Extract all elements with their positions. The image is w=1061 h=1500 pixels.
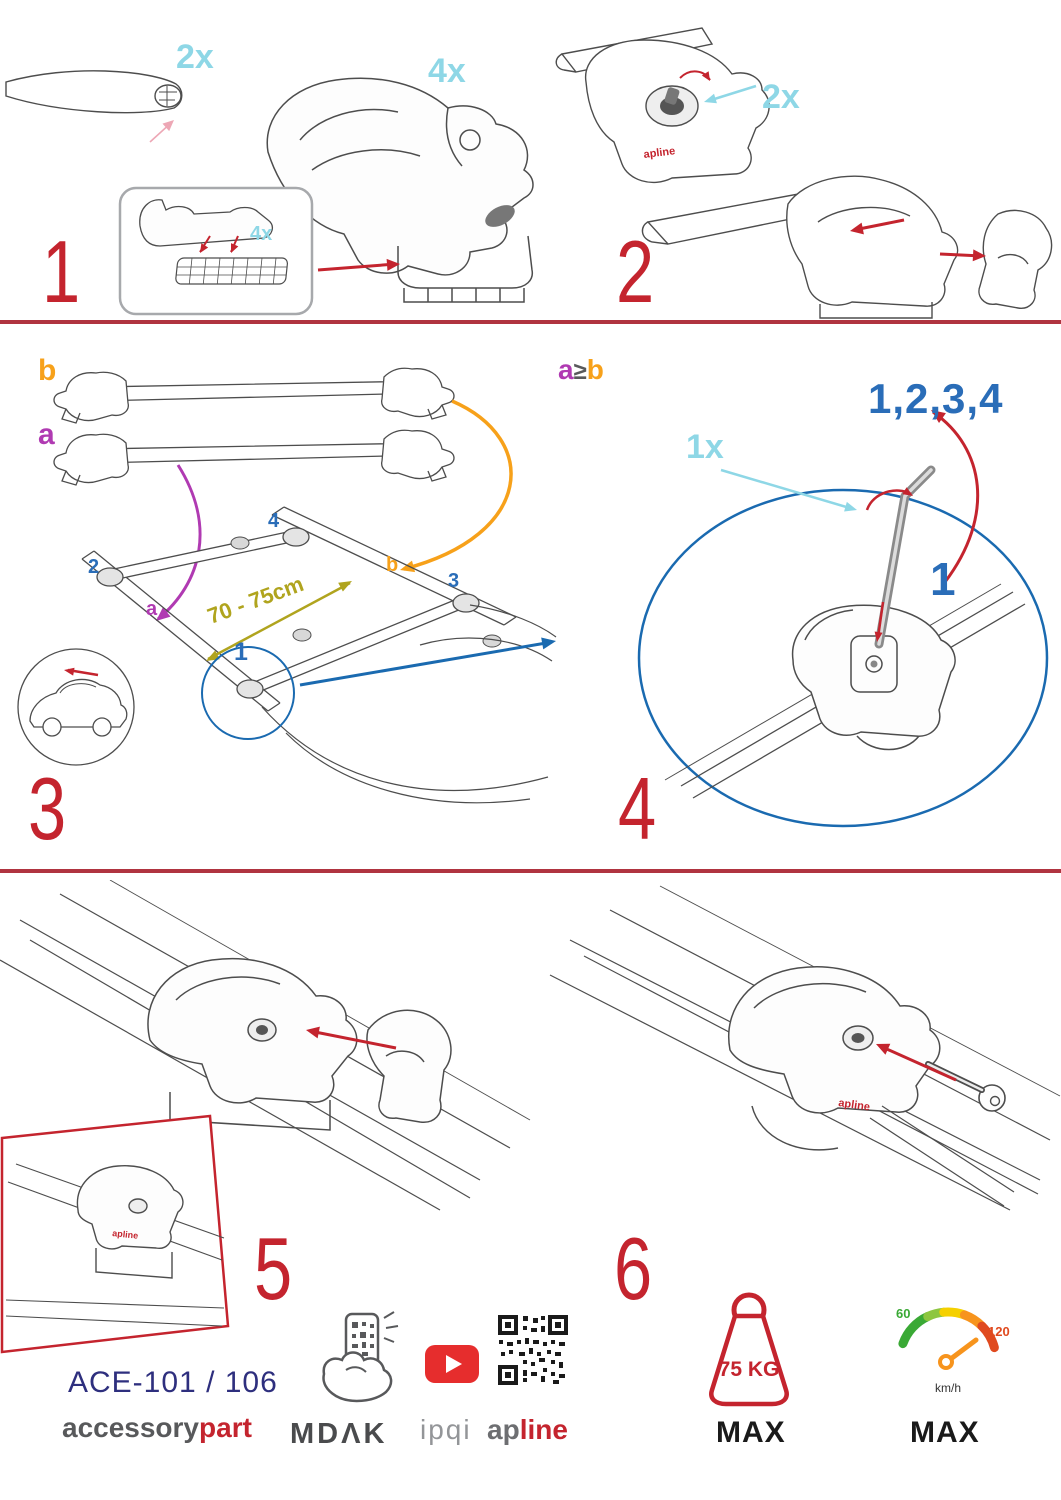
roof-label-3: 3 bbox=[448, 570, 459, 592]
step-number-4: 4 bbox=[618, 759, 657, 858]
bar-b-label: b bbox=[38, 354, 57, 387]
step-number-5: 5 bbox=[254, 1219, 293, 1318]
qr-code-icon bbox=[497, 1314, 569, 1386]
speed-high-label: 120 bbox=[988, 1324, 1010, 1339]
step-number-3: 3 bbox=[28, 759, 67, 858]
mounted-bar-b bbox=[236, 593, 480, 699]
tighten-arrow bbox=[876, 601, 885, 639]
foot-illustration bbox=[266, 77, 534, 303]
roof-label-b: b bbox=[386, 554, 398, 576]
loose-cover-part bbox=[230, 536, 250, 550]
detail-box: apline bbox=[0, 1114, 230, 1354]
detail-link-arrow bbox=[299, 640, 553, 687]
logo-apline: apline bbox=[487, 1416, 568, 1444]
roof-label-2: 2 bbox=[88, 556, 99, 578]
mounted-bar-a bbox=[96, 527, 310, 587]
logo-line: line bbox=[519, 1414, 568, 1445]
sequence-label: 1,2,3,4 bbox=[868, 375, 1004, 422]
bar-a-label: a bbox=[38, 418, 55, 451]
foot-top-view bbox=[791, 604, 956, 751]
grip-pad bbox=[485, 205, 515, 227]
foot-in-box bbox=[76, 1165, 184, 1279]
product-model: ACE-101 / 106 bbox=[68, 1366, 278, 1399]
assembled-bar-b bbox=[53, 367, 455, 424]
hand-phone-icon bbox=[322, 1311, 399, 1403]
position-label-s4: 1 bbox=[930, 553, 956, 605]
step2-illustration: apline bbox=[555, 27, 1053, 319]
qty-label-pads: 4x bbox=[250, 223, 273, 245]
qty-label-allen-key: 1x bbox=[686, 428, 724, 466]
step6-illustration: apline bbox=[549, 885, 1061, 1211]
key-illustration bbox=[925, 1061, 1006, 1112]
foot-with-lock bbox=[555, 27, 770, 184]
condition-operator: ≥ bbox=[573, 358, 587, 385]
crossbar-illustration bbox=[5, 70, 183, 114]
bar-foot-assembly bbox=[641, 175, 1053, 319]
insert-key-arrow bbox=[879, 1044, 957, 1082]
rubber-pad bbox=[175, 257, 289, 285]
foot-on-rail bbox=[147, 957, 358, 1131]
roof-label-4: 4 bbox=[268, 510, 280, 532]
assembled-bar-a bbox=[53, 429, 455, 486]
step1-illustration bbox=[5, 70, 534, 316]
qty-label-bars: 2x bbox=[176, 38, 214, 76]
step4-illustration bbox=[637, 410, 1049, 828]
distance-label: 70 - 75cm bbox=[204, 571, 307, 629]
brand-wordmark: accessorypart bbox=[62, 1414, 252, 1442]
claw-piece bbox=[978, 209, 1053, 309]
slide-in-arrow bbox=[309, 1029, 397, 1050]
apline-badge: apline bbox=[112, 1228, 139, 1241]
sequence-arrow bbox=[932, 410, 980, 583]
insert-pad-arrow bbox=[317, 262, 397, 272]
bar-b-arrow bbox=[403, 399, 513, 571]
brand-accessory: accessory bbox=[62, 1412, 200, 1443]
logo-ipqi: ipqi bbox=[420, 1414, 472, 1445]
logo-mdak: MDΛK bbox=[290, 1418, 388, 1450]
step3-illustration: 70 - 75cm 2 4 b 3 a bbox=[17, 367, 557, 804]
claw-piece bbox=[366, 1009, 452, 1123]
loose-cover-part bbox=[292, 628, 312, 642]
weight-max-label: MAX bbox=[716, 1416, 786, 1449]
position-label-s3: 1 bbox=[234, 638, 248, 666]
key-pointer-arrow bbox=[707, 84, 757, 103]
weight-value: 75 KG bbox=[719, 1358, 780, 1381]
section-divider-2 bbox=[0, 869, 1061, 873]
section-divider-1 bbox=[0, 320, 1061, 324]
speed-max-label: MAX bbox=[910, 1416, 980, 1449]
car-inset bbox=[17, 648, 135, 766]
roof-label-a: a bbox=[146, 598, 158, 620]
apline-badge: apline bbox=[838, 1097, 871, 1113]
speed-low-label: 60 bbox=[896, 1306, 910, 1321]
step-number-6: 6 bbox=[614, 1219, 653, 1318]
key-qty-arrow bbox=[720, 468, 854, 511]
condition-b: b bbox=[586, 354, 604, 385]
brand-part: part bbox=[199, 1412, 252, 1443]
position-highlight-circle bbox=[201, 646, 295, 740]
apline-badge: apline bbox=[643, 145, 676, 161]
foot-with-keyhole bbox=[728, 966, 1015, 1207]
rubber-pad-inset bbox=[118, 186, 314, 316]
step-number-1: 1 bbox=[42, 222, 81, 321]
distance-arrow bbox=[207, 581, 351, 661]
qty-label-feet: 4x bbox=[428, 52, 466, 90]
youtube-icon bbox=[425, 1345, 479, 1383]
condition-a: a bbox=[558, 354, 574, 385]
step-number-2: 2 bbox=[616, 222, 655, 321]
condition-label: a≥b bbox=[558, 356, 604, 384]
speed-unit-label: km/h bbox=[935, 1381, 961, 1395]
windshield-lines bbox=[261, 604, 557, 804]
qty-label-keys: 2x bbox=[762, 78, 800, 116]
logo-ap: ap bbox=[487, 1414, 520, 1445]
bar-a-arrow bbox=[157, 464, 202, 621]
allen-key bbox=[874, 465, 936, 649]
weight-icon: 75 KG bbox=[709, 1292, 789, 1407]
step5-illustration: apline bbox=[0, 880, 531, 1354]
speedometer-icon: 60 120 km/h bbox=[896, 1306, 1010, 1395]
